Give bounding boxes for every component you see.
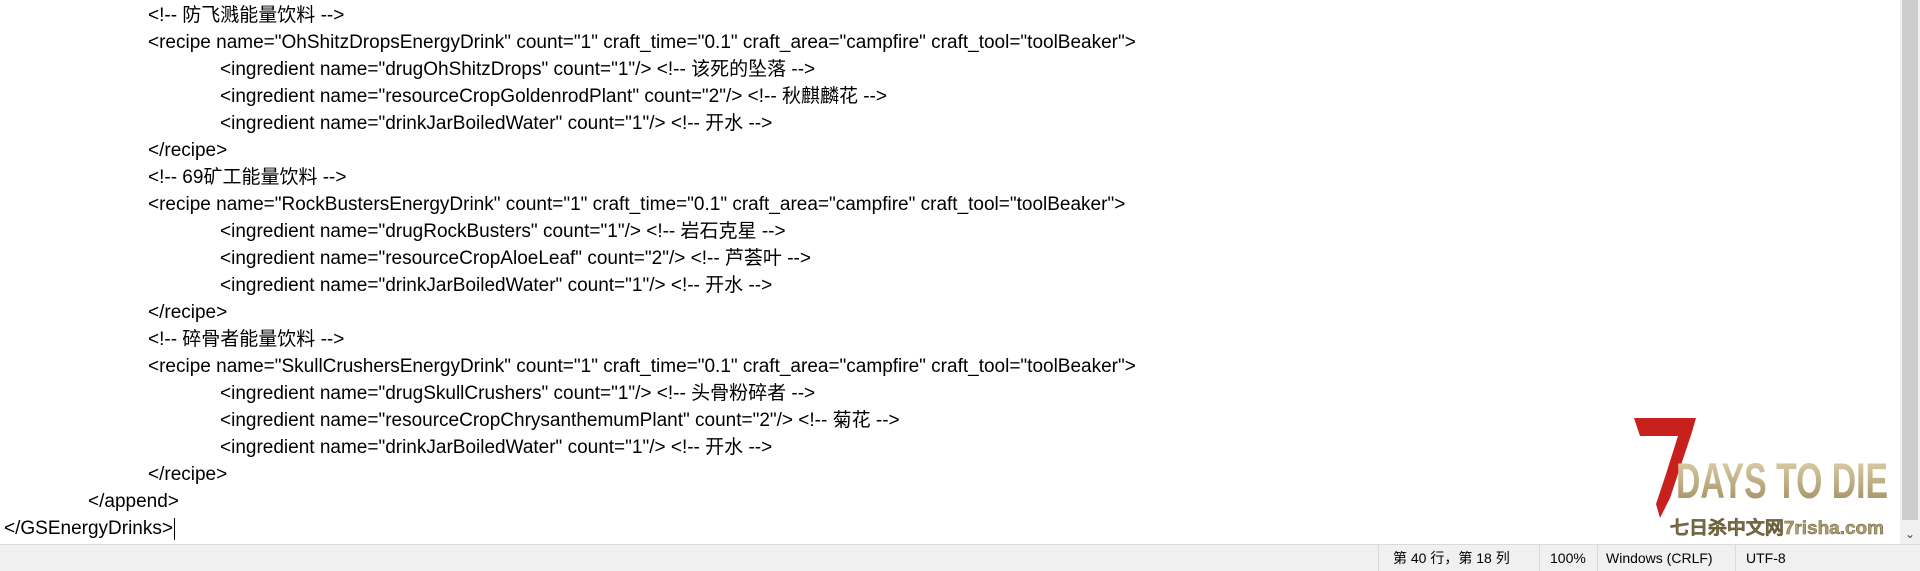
code-line: </GSEnergyDrinks> xyxy=(4,517,175,540)
scroll-down-chevron-icon[interactable]: ⌄ xyxy=(1904,527,1916,541)
scrollbar-thumb[interactable] xyxy=(1902,0,1918,520)
code-line: <recipe name="SkullCrushersEnergyDrink" … xyxy=(148,356,1136,377)
code-line: <ingredient name="drugSkullCrushers" cou… xyxy=(220,383,816,404)
code-line: <ingredient name="drinkJarBoiledWater" c… xyxy=(220,275,773,296)
text-caret xyxy=(173,517,175,540)
code-line: </recipe> xyxy=(148,140,228,161)
code-line: <!-- 69矿工能量饮料 --> xyxy=(148,167,347,188)
encoding: UTF-8 xyxy=(1735,545,1920,571)
code-line: <ingredient name="resourceCropGoldenrodP… xyxy=(220,86,887,107)
status-bar: 第 40 行，第 18 列 100% Windows (CRLF) UTF-8 xyxy=(0,544,1920,571)
code-line: <recipe name="RockBustersEnergyDrink" co… xyxy=(148,194,1126,215)
cursor-position: 第 40 行，第 18 列 xyxy=(1378,545,1539,571)
line-ending: Windows (CRLF) xyxy=(1597,545,1735,571)
code-line: <ingredient name="drugRockBusters" count… xyxy=(220,221,786,242)
text-editor-area[interactable]: <!-- 防飞溅能量饮料 --> <recipe name="OhShitzDro… xyxy=(0,0,1900,544)
code-line: <ingredient name="drugOhShitzDrops" coun… xyxy=(220,59,816,80)
code-line: <ingredient name="drinkJarBoiledWater" c… xyxy=(220,437,773,458)
zoom-level: 100% xyxy=(1539,545,1597,571)
code-line: <ingredient name="resourceCropChrysanthe… xyxy=(220,410,900,431)
code-line: <ingredient name="resourceCropAloeLeaf" … xyxy=(220,248,811,269)
code-line: </recipe> xyxy=(148,464,228,485)
code-line: <ingredient name="drinkJarBoiledWater" c… xyxy=(220,113,773,134)
code-line: </recipe> xyxy=(148,302,228,323)
code-line: </append> xyxy=(88,491,179,512)
vertical-scrollbar[interactable]: ⌄ xyxy=(1900,0,1920,544)
code-line: <!-- 碎骨者能量饮料 --> xyxy=(148,329,345,350)
code-line: <recipe name="OhShitzDropsEnergyDrink" c… xyxy=(148,32,1136,53)
code-line: <!-- 防飞溅能量饮料 --> xyxy=(148,5,345,26)
